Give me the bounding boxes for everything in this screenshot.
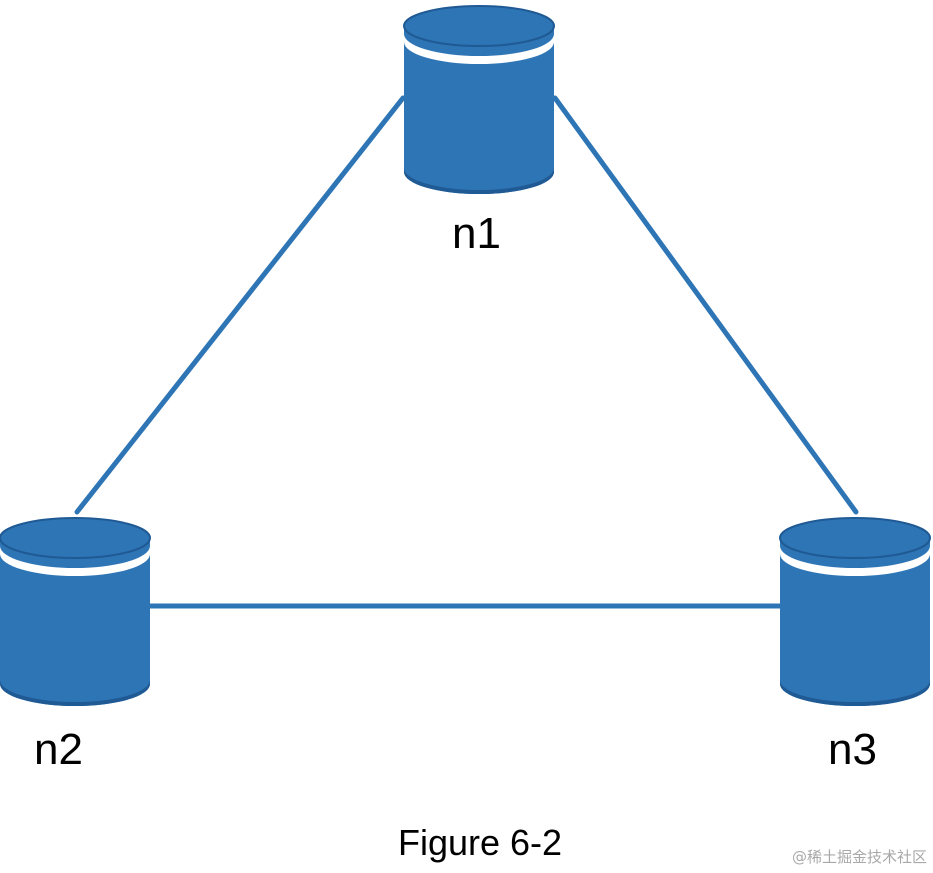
database-n3-icon [779,517,931,706]
node-label-n3: n3 [828,725,877,774]
edges-layer [74,95,859,609]
database-n1-icon [403,5,555,194]
nodes-layer [0,5,931,706]
node-label-n2: n2 [34,725,83,774]
figure-caption: Figure 6-2 [397,822,563,863]
node-label-n1: n1 [452,209,501,258]
watermark: @稀土掘金技术社区 [791,848,927,866]
database-n2-icon [0,517,151,706]
edge-n1-n2 [74,95,406,515]
edge-n1-n3 [552,95,859,515]
